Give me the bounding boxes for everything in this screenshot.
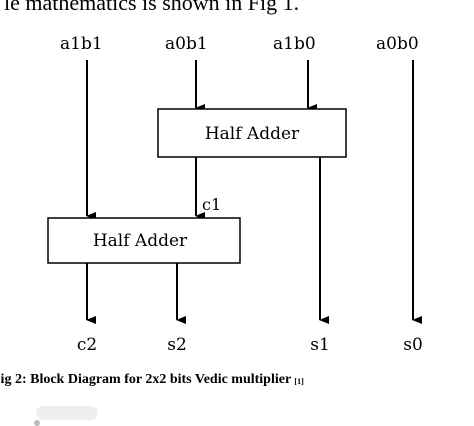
half-adder-bottom-label: Half Adder — [93, 231, 188, 251]
output-label-s0: s0 — [403, 335, 423, 355]
output-label-s2: s2 — [167, 335, 187, 355]
input-label-a1b1: a1b1 — [60, 34, 103, 54]
faint-watermark-mark — [36, 406, 98, 420]
carry-label-c1: c1 — [202, 195, 221, 214]
figure-caption-reference: [1] — [294, 377, 304, 386]
input-label-a1b0: a1b0 — [273, 34, 316, 54]
half-adder-top-box — [157, 108, 347, 158]
half-adder-top-label: Half Adder — [205, 124, 300, 144]
input-label-a0b1: a0b1 — [165, 34, 208, 54]
figure-caption: Fig 2: Block Diagram for 2x2 bits Vedic … — [0, 372, 304, 388]
intro-text-fragment: le mathematics is shown in Fig 1. — [4, 0, 300, 15]
half-adder-bottom-box — [47, 217, 241, 264]
figure-caption-text: Fig 2: Block Diagram for 2x2 bits Vedic … — [0, 372, 291, 387]
output-label-c2: c2 — [77, 335, 97, 355]
faint-watermark-dot — [34, 420, 40, 426]
input-label-a0b0: a0b0 — [376, 34, 419, 54]
output-label-s1: s1 — [310, 335, 330, 355]
